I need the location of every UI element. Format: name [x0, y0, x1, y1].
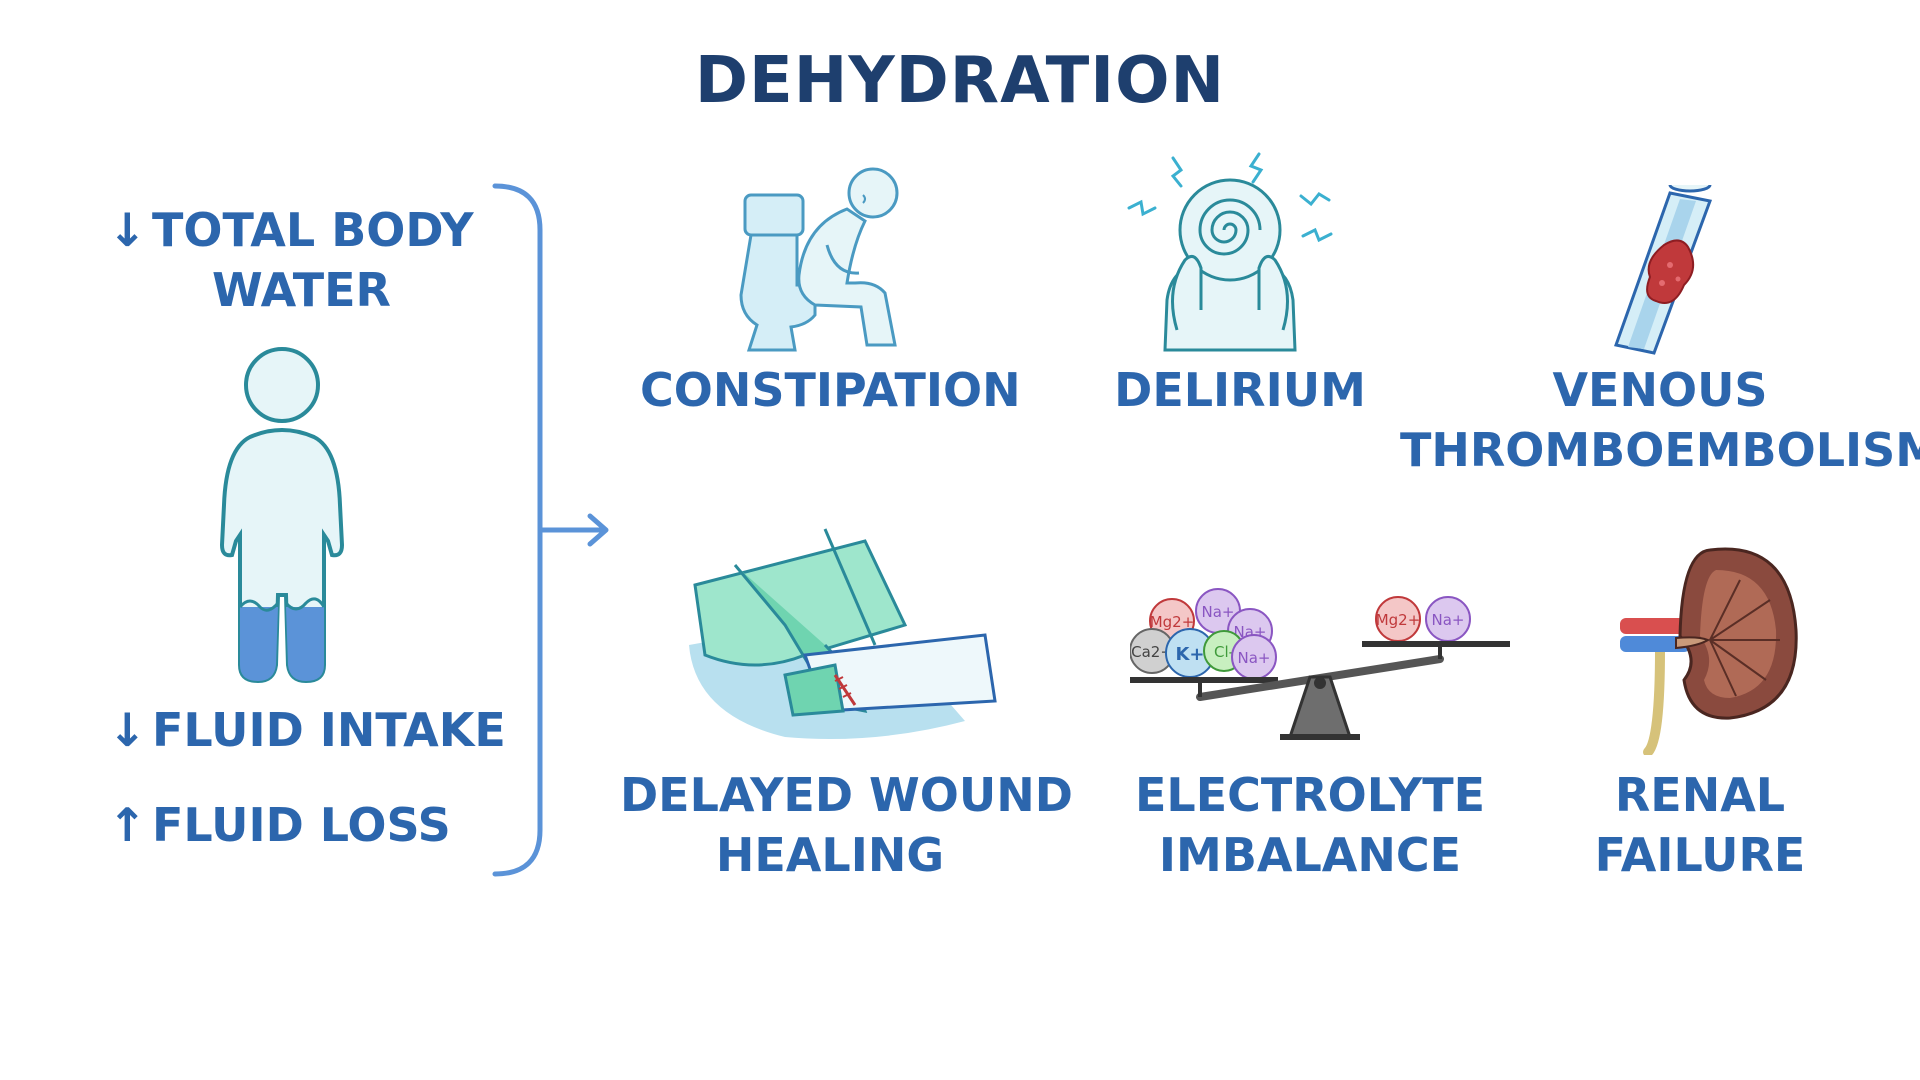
cause-fluid-loss-label: FLUID LOSS: [152, 798, 451, 852]
cause-total-body-water-line2: WATER: [212, 263, 391, 317]
down-arrow-icon: ↓: [108, 703, 147, 757]
effect-delirium: DELIRIUM: [1080, 360, 1400, 420]
kidney-icon: [1620, 540, 1800, 755]
cause-total-body-water: ↓TOTAL BODY WATER: [108, 200, 474, 320]
page-title: DEHYDRATION: [694, 44, 1226, 118]
effect-electrolyte-imbalance: ELECTROLYTE IMBALANCE: [1110, 765, 1510, 885]
ion-label: Na+: [1432, 611, 1465, 629]
ion-label: Mg2+: [1150, 613, 1195, 631]
down-arrow-icon: ↓: [108, 203, 147, 257]
effect-delayed-wound-healing: DELAYED WOUND HEALING: [620, 765, 1073, 885]
cause-total-body-water-line1: TOTAL BODY: [152, 203, 474, 257]
ion-label: Na+: [1238, 649, 1271, 667]
effect-label-line2: IMBALANCE: [1158, 828, 1462, 882]
ion-label: K+: [1175, 644, 1204, 665]
bracket-connector: [490, 180, 620, 880]
effect-label-line1: ELECTROLYTE: [1134, 768, 1486, 822]
effect-venous-thromboembolism: VENOUS THROMBOEMBOLISM: [1400, 360, 1920, 480]
bandaged-wound-icon: [685, 525, 1005, 745]
effect-renal-failure: RENAL FAILURE: [1540, 765, 1860, 885]
effect-constipation: CONSTIPATION: [640, 360, 1021, 420]
effect-label-line2: HEALING: [715, 828, 945, 882]
cause-fluid-intake-label: FLUID INTAKE: [152, 703, 506, 757]
effect-label-line1: DELIRIUM: [1114, 363, 1366, 417]
up-arrow-icon: ↑: [108, 798, 147, 852]
effect-label-line1: CONSTIPATION: [640, 363, 1021, 417]
ion-label: Mg2+: [1376, 611, 1421, 629]
vein-clot-icon: [1610, 185, 1720, 355]
ion-label: Cl-: [1214, 643, 1234, 661]
person-figure-icon: [210, 345, 360, 685]
cause-fluid-loss: ↑FLUID LOSS: [108, 795, 451, 855]
cause-fluid-intake: ↓FLUID INTAKE: [108, 700, 506, 760]
effect-label-line1: RENAL: [1614, 768, 1786, 822]
effect-label-line1: DELAYED WOUND: [620, 768, 1073, 822]
toilet-figure-icon: [735, 165, 915, 355]
balance-scale-icon: Mg2+ Na+ Na+ Ca2+ K+ Cl- Na+ Mg2+ Na+: [1130, 585, 1510, 745]
effect-label-line2: FAILURE: [1594, 828, 1806, 882]
ion-label: Na+: [1202, 603, 1235, 621]
effect-label-line1: VENOUS: [1552, 363, 1768, 417]
confused-head-icon: [1125, 150, 1335, 360]
effect-label-line2: THROMBOEMBOLISM: [1400, 423, 1920, 477]
ion-label: Ca2+: [1131, 643, 1173, 661]
